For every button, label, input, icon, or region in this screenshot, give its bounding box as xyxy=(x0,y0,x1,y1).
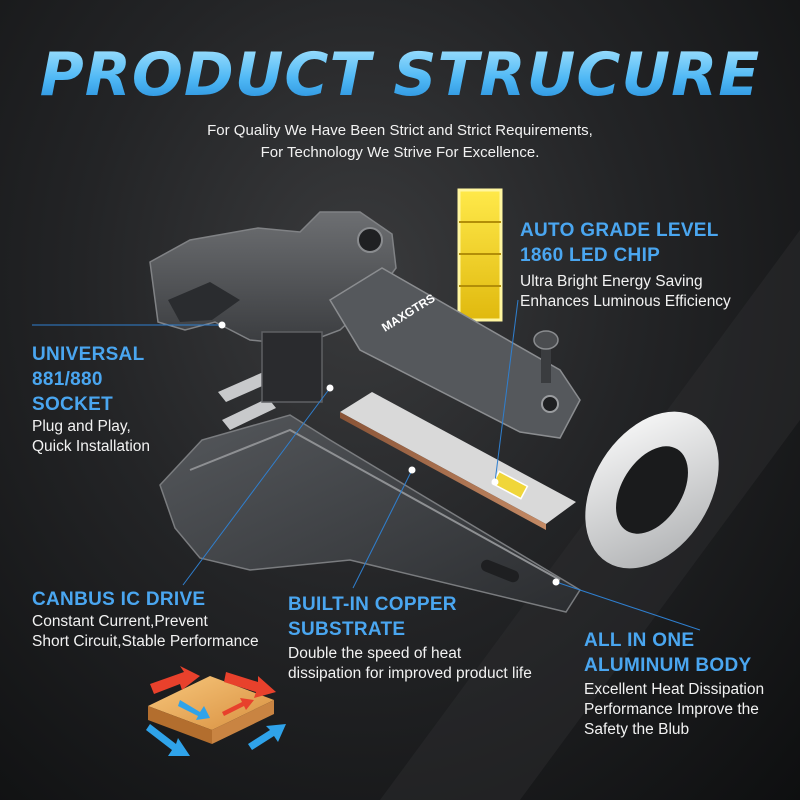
callout-led-chip: AUTO GRADE LEVEL 1860 LED CHIP Ultra Bri… xyxy=(520,218,731,312)
subtitle-line: For Technology We Strive For Excellence. xyxy=(260,144,540,161)
callout-aluminum: ALL IN ONE ALUMINUM BODY Excellent Heat … xyxy=(584,628,764,740)
callout-heading: SOCKET xyxy=(32,394,113,415)
callout-description: Excellent Heat Dissipation xyxy=(584,681,765,698)
led-chip-graphic xyxy=(457,188,503,322)
screw-graphic xyxy=(533,330,559,383)
callout-description: Quick Installation xyxy=(32,438,151,455)
callout-heading: ALL IN ONE xyxy=(584,630,695,651)
lower-housing-graphic xyxy=(159,414,582,613)
callout-canbus: CANBUS IC DRIVE Constant Current,Prevent… xyxy=(32,587,259,652)
callout-leader-lines xyxy=(32,299,701,631)
callout-description: Enhances Luminous Efficiency xyxy=(520,293,731,310)
callout-socket: UNIVERSAL 881/880 SOCKET Plug and Play, … xyxy=(32,342,150,457)
socket-pins-graphic xyxy=(218,331,323,430)
callout-description: Safety the Blub xyxy=(584,721,690,738)
callout-description: Ultra Bright Energy Saving xyxy=(520,273,703,290)
leader-dots xyxy=(218,321,560,586)
callout-heading: CANBUS IC DRIVE xyxy=(32,589,206,610)
heat-sink-blade-graphic: MAXGTRS xyxy=(328,267,581,439)
callout-copper: BUILT-IN COPPER SUBSTRATE Double the spe… xyxy=(288,592,532,684)
heat-dissipation-icon xyxy=(146,666,286,756)
callout-heading: ALUMINUM BODY xyxy=(584,655,752,676)
callout-description: Double the speed of heat xyxy=(288,645,462,662)
callout-description: Constant Current,Prevent xyxy=(32,613,208,630)
upper-housing-graphic xyxy=(149,211,397,346)
callout-heading: AUTO GRADE LEVEL xyxy=(520,220,719,241)
aluminum-ring-graphic xyxy=(585,411,719,569)
copper-substrate-graphic xyxy=(340,392,576,530)
callout-heading: SUBSTRATE xyxy=(288,619,406,640)
page-title: PRODUCT STRUCURE xyxy=(0,40,800,110)
callout-heading: 881/880 xyxy=(32,369,103,390)
callout-description: Plug and Play, xyxy=(32,418,131,435)
callout-heading: 1860 LED CHIP xyxy=(520,245,661,266)
callout-description: dissipation for improved product life xyxy=(288,665,532,682)
page-subtitle: For Quality We Have Been Strict and Stri… xyxy=(0,120,800,164)
subtitle-line: For Quality We Have Been Strict and Stri… xyxy=(207,122,593,139)
callout-heading: BUILT-IN COPPER xyxy=(288,594,457,615)
callout-description: Performance Improve the xyxy=(584,701,759,718)
callout-description: Short Circuit,Stable Performance xyxy=(32,633,259,650)
callout-heading: UNIVERSAL xyxy=(32,344,145,365)
